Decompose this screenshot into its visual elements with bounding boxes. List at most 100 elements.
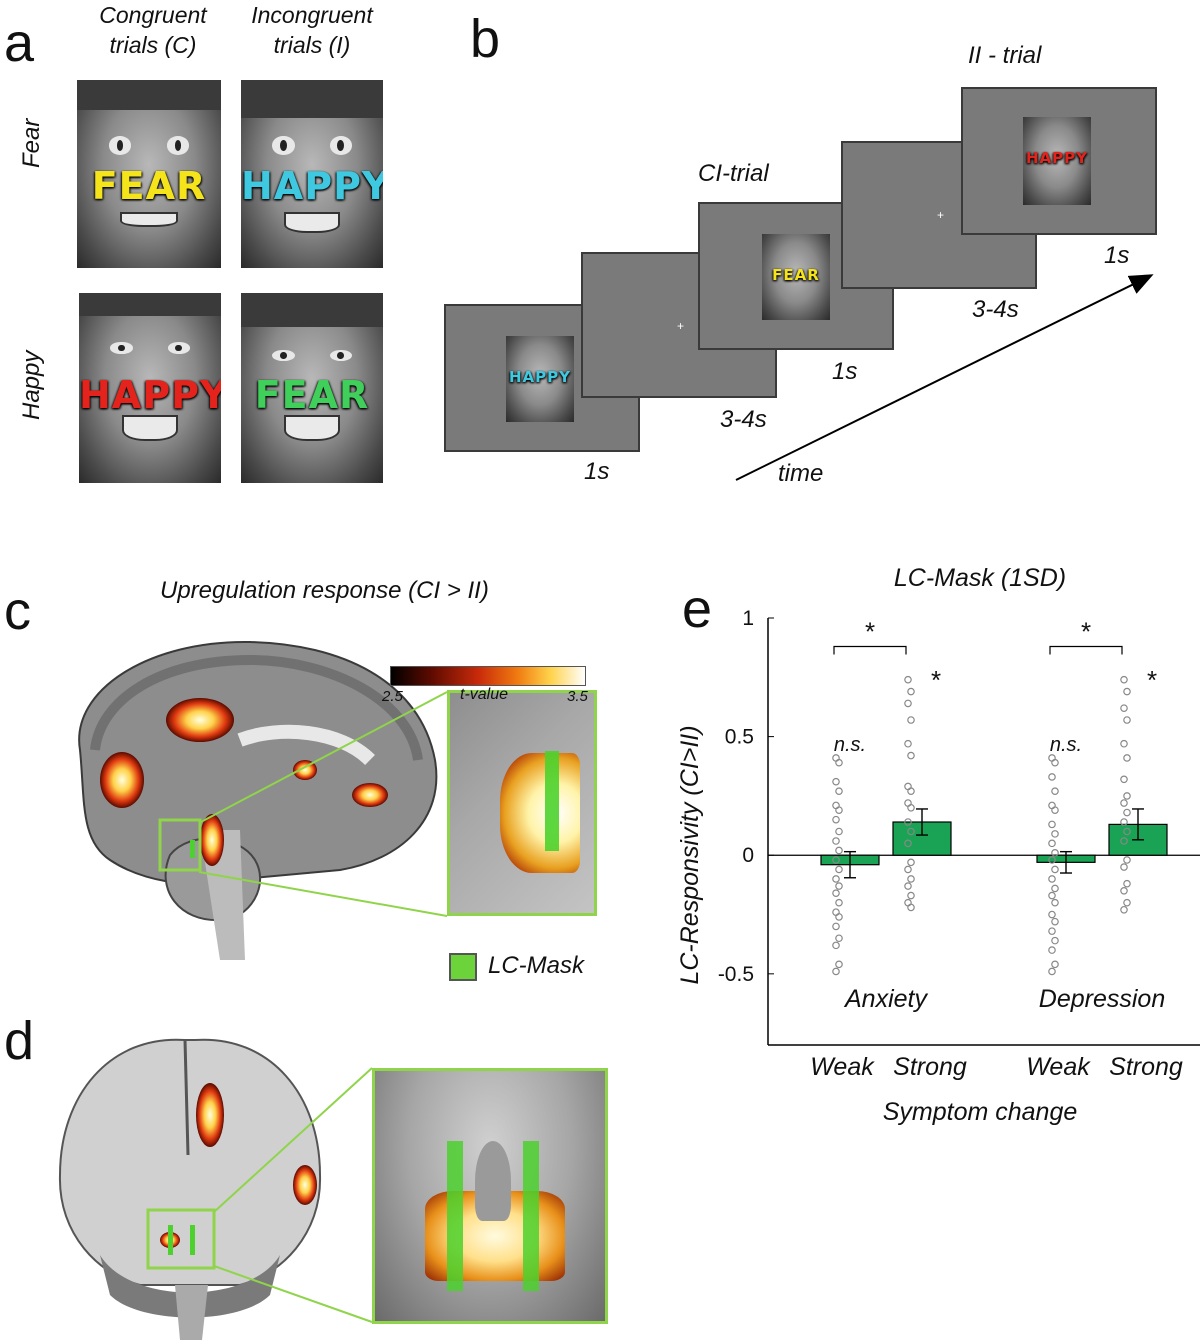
zoom-lines-c — [198, 691, 448, 917]
y-axis-label: LC-Responsivity (CI>II) — [676, 725, 704, 984]
colorbar — [390, 666, 586, 686]
data-point — [1051, 758, 1059, 767]
data-point — [1120, 837, 1128, 845]
data-point — [835, 787, 843, 795]
data-point — [1120, 799, 1128, 807]
data-point — [835, 898, 843, 907]
data-point — [832, 875, 840, 883]
annotation-ns: n.s. — [834, 734, 866, 756]
stimulus-screen-3: HAPPY — [961, 87, 1157, 235]
duration-label: 1s — [584, 458, 610, 485]
face-happy-incongruent: FEAR — [241, 293, 383, 483]
col-header-congruent: Congruent trials (C) — [99, 2, 207, 58]
data-point — [1120, 863, 1128, 871]
data-point — [907, 858, 915, 867]
colorbar-label: t-value — [460, 686, 509, 703]
data-point — [1051, 884, 1059, 893]
data-point — [832, 837, 840, 845]
data-point — [904, 699, 912, 708]
data-point — [832, 815, 840, 824]
lc-mask-swatch — [449, 953, 477, 981]
data-point — [904, 839, 912, 848]
data-point — [1051, 787, 1059, 795]
data-point — [835, 758, 843, 767]
lc-mask-legend-label: LC-Mask — [488, 952, 585, 979]
data-point — [1120, 675, 1128, 684]
data-point — [1120, 704, 1128, 712]
data-point — [1051, 865, 1059, 874]
data-point — [1123, 792, 1131, 800]
stimulus-word: HAPPY — [1025, 149, 1088, 167]
data-point — [1123, 754, 1131, 762]
data-point — [907, 803, 915, 812]
data-point — [1048, 910, 1056, 919]
coronal-brain-image — [58, 1038, 322, 1340]
lc-zoom-inset-c — [447, 690, 597, 916]
bracket-star: * — [1081, 616, 1091, 646]
data-point — [1051, 898, 1059, 907]
data-point — [1048, 820, 1056, 829]
data-point — [1123, 716, 1131, 724]
category-label: Strong — [893, 1053, 967, 1081]
stimulus-face: FEAR — [762, 234, 830, 320]
data-point — [1051, 830, 1059, 838]
time-label: time — [778, 460, 824, 487]
group-label: Depression — [1039, 985, 1165, 1013]
data-point — [1051, 849, 1059, 857]
data-point — [907, 875, 915, 883]
panel-b-letter: b — [470, 9, 501, 69]
data-point — [904, 865, 912, 874]
data-point — [835, 913, 843, 921]
data-point — [907, 687, 915, 696]
data-point — [907, 827, 915, 836]
stimulus-face: HAPPY — [1023, 117, 1091, 205]
stimulus-word: FEAR — [254, 373, 370, 417]
y-tick-label: 1 — [742, 607, 754, 630]
data-point — [904, 675, 912, 684]
lc-zoom-inset-d — [372, 1068, 608, 1324]
y-tick-label: 0 — [742, 844, 754, 867]
y-tick-label: -0.5 — [718, 963, 754, 986]
data-point — [832, 889, 840, 897]
x-axis-label: Symptom change — [883, 1098, 1078, 1126]
data-point — [835, 806, 843, 814]
data-point — [1048, 891, 1056, 900]
row-label-happy: Happy — [18, 350, 45, 420]
panel-c-letter: c — [4, 581, 31, 641]
col-header-incongruent: Incongruent trials (I) — [251, 2, 373, 58]
data-point — [1048, 946, 1056, 954]
data-point — [1120, 818, 1128, 826]
data-point — [907, 716, 915, 724]
significance-bracket — [833, 645, 907, 655]
panel-a-letter: a — [4, 13, 35, 73]
annotation-sig: * — [1147, 665, 1157, 695]
data-point — [1048, 839, 1056, 848]
annotation-ns: n.s. — [1050, 734, 1082, 756]
duration-label: 1s — [832, 358, 858, 385]
duration-label: 3-4s — [972, 296, 1019, 323]
stimulus-word: FEAR — [91, 164, 207, 208]
data-point — [835, 882, 843, 890]
stimulus-word: HAPPY — [508, 368, 571, 386]
data-point — [1051, 960, 1059, 969]
data-point — [835, 865, 843, 874]
stimulus-word: FEAR — [772, 266, 820, 284]
data-point — [1048, 927, 1056, 935]
panel-e-letter: e — [682, 579, 713, 639]
data-point — [1123, 808, 1131, 817]
group-label: Anxiety — [843, 985, 928, 1013]
panel-d-letter: d — [4, 1011, 35, 1071]
row-label-fear: Fear — [18, 118, 45, 168]
data-point — [1048, 773, 1056, 781]
data-point — [832, 967, 840, 976]
data-point — [1051, 806, 1059, 814]
data-point — [904, 739, 912, 748]
data-point — [1123, 856, 1131, 864]
data-point — [1051, 936, 1059, 945]
face-happy-congruent: HAPPY — [79, 293, 221, 483]
duration-label: 1s — [1104, 242, 1130, 269]
category-label: Weak — [810, 1053, 875, 1081]
colorbar-max: 3.5 — [567, 688, 588, 705]
ci-trial-label: CI-trial — [698, 160, 769, 187]
face-fear-congruent: FEAR — [77, 80, 221, 268]
